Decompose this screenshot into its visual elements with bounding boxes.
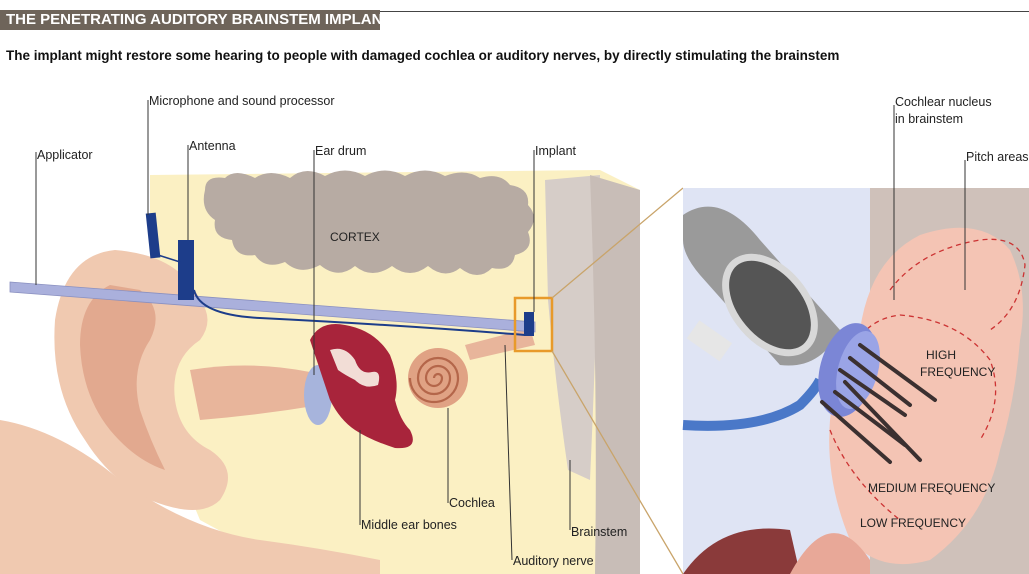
label-implant: Implant [535, 144, 576, 159]
implant-device [524, 312, 534, 336]
antenna-device [178, 240, 194, 300]
label-microphone: Microphone and sound processor [149, 94, 335, 109]
label-brainstem: Brainstem [571, 525, 627, 540]
label-cortex: CORTEX [330, 230, 380, 245]
label-auditory-nerve: Auditory nerve [513, 554, 594, 569]
label-middle-ear-bones: Middle ear bones [361, 518, 457, 533]
label-medium-frequency: MEDIUM FREQUENCY [868, 481, 995, 495]
label-ear-drum: Ear drum [315, 144, 366, 159]
brainstem-shadow [590, 175, 640, 574]
label-high-line1: HIGH [926, 348, 956, 362]
label-cochlear-nucleus-line2: in brainstem [895, 112, 963, 127]
label-low-frequency: LOW FREQUENCY [860, 516, 966, 530]
label-cochlear-nucleus-line1: Cochlear nucleus [895, 95, 992, 110]
label-antenna: Antenna [189, 139, 236, 154]
label-high-line2: FREQUENCY [920, 365, 995, 379]
label-pitch-areas: Pitch areas [966, 150, 1029, 165]
label-cochlea: Cochlea [449, 496, 495, 511]
label-applicator: Applicator [37, 148, 93, 163]
